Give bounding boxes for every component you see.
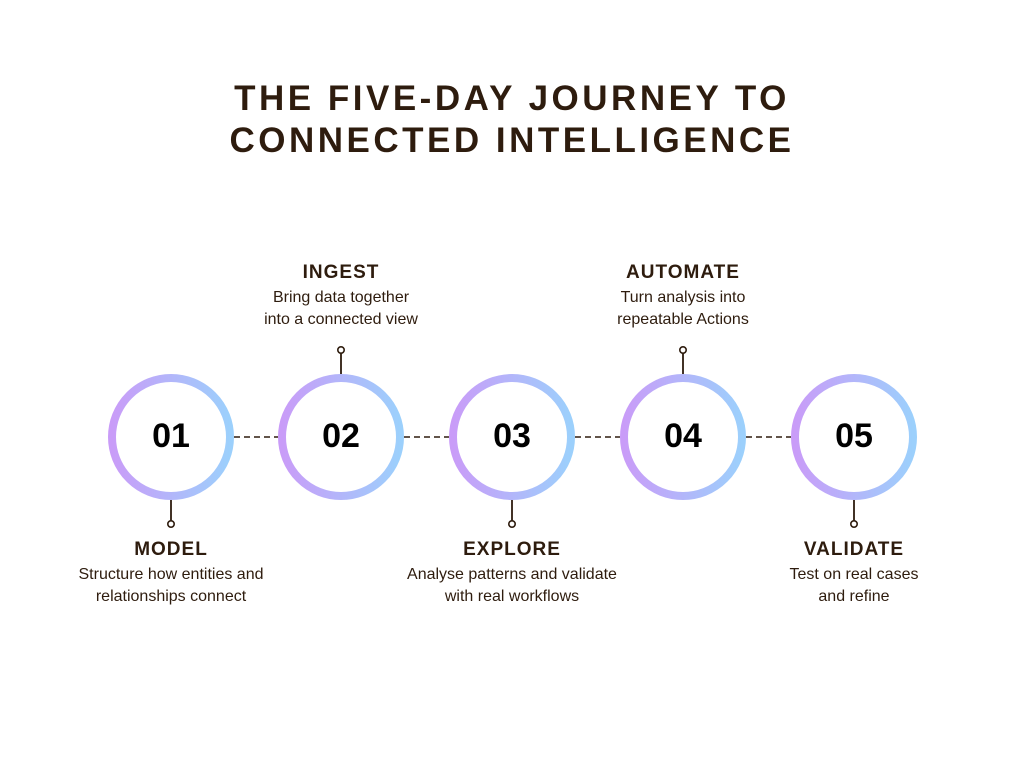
step-ring (620, 374, 746, 500)
description-line: relationships connect (95, 588, 247, 605)
description-line: Structure how entities and (78, 566, 264, 583)
description-line: Turn analysis into (620, 289, 746, 306)
step-label: VALIDATE Test on real cases and refine (724, 538, 984, 608)
step-heading: AUTOMATE (626, 262, 740, 283)
step-ring (449, 374, 575, 500)
pin-dot-icon (678, 345, 687, 354)
description-line: Test on real cases (789, 566, 919, 583)
pin-dot-icon (849, 519, 858, 528)
description-line: repeatable Actions (617, 311, 749, 328)
step-description: Analyse patterns and validate with real w… (382, 564, 642, 608)
description-line: Bring data together (272, 289, 410, 306)
pin-dot-icon (507, 519, 516, 528)
step-heading: MODEL (134, 539, 208, 560)
description-line: with real workflows (444, 588, 580, 605)
description-line: and refine (818, 588, 890, 605)
pin-dot-icon (336, 345, 345, 354)
step-number: 05 (835, 417, 873, 455)
title-line-1: THE FIVE-DAY JOURNEY TO (234, 79, 790, 118)
step-description: Bring data together into a connected view (211, 287, 471, 331)
step-description: Structure how entities and relationships … (41, 564, 301, 608)
step-ring (791, 374, 917, 500)
step-label: EXPLORE Analyse patterns and validate with… (382, 538, 642, 608)
step-number: 03 (493, 417, 531, 455)
page-title: THE FIVE-DAY JOURNEY TO CONNECTED INTELL… (0, 78, 1024, 162)
step-number: 04 (664, 417, 702, 455)
step-ring (278, 374, 404, 500)
step-description: Test on real cases and refine (724, 564, 984, 608)
title-line-2: CONNECTED INTELLIGENCE (229, 121, 795, 160)
step-heading: VALIDATE (803, 539, 905, 560)
step-label: AUTOMATE Turn analysis into repeatable Act… (553, 261, 813, 331)
step-heading: EXPLORE (463, 539, 561, 560)
step-label: MODEL Structure how entities and relations… (41, 538, 301, 608)
step-number: 02 (322, 417, 360, 455)
step-label: INGEST Bring data together into a connecte… (211, 261, 471, 331)
step-heading: INGEST (302, 262, 380, 283)
pin-dot-icon (167, 519, 176, 528)
description-line: Analyse patterns and validate (407, 566, 617, 583)
description-line: into a connected view (264, 311, 418, 328)
step-ring (108, 374, 234, 500)
step-number: 01 (152, 417, 190, 455)
step-description: Turn analysis into repeatable Actions (553, 287, 813, 331)
